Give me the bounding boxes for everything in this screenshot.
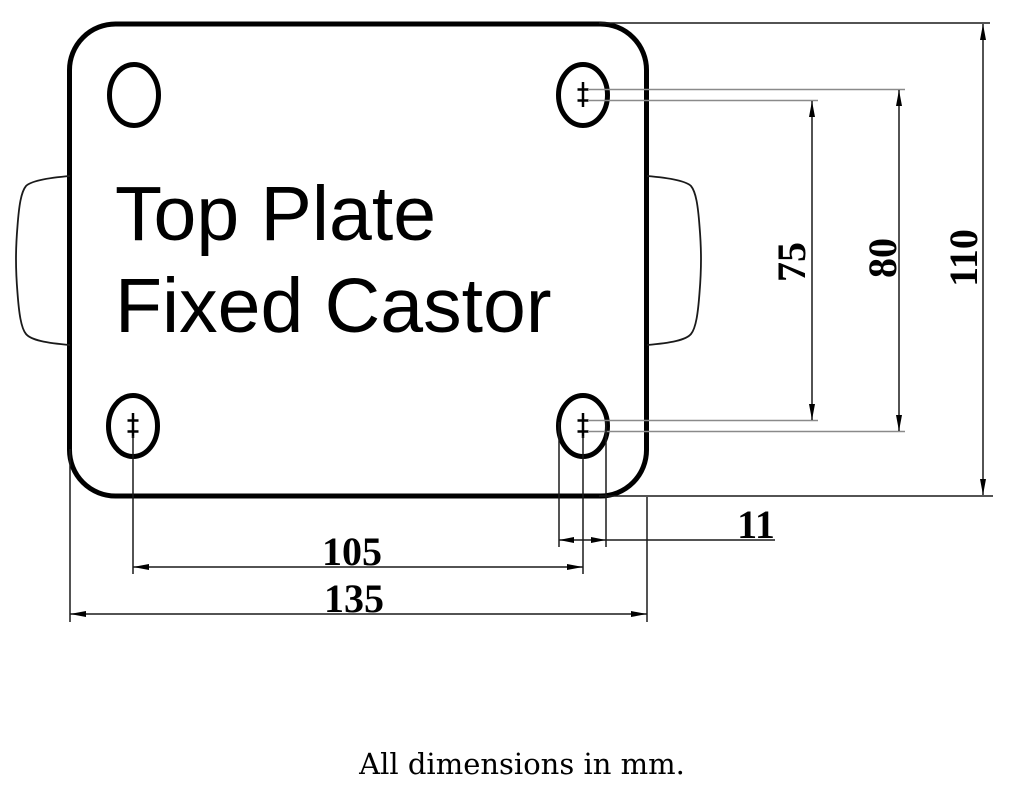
- plate-outline: [67, 21, 649, 499]
- arrow-105-left: [133, 564, 149, 570]
- arrow-135-left: [70, 611, 86, 617]
- center-mark-bottom-right: [577, 413, 589, 438]
- extension-lines: [69, 22, 993, 622]
- arrow-11-right: [591, 537, 606, 543]
- dimension-label-135: 135: [324, 576, 384, 621]
- dimension-label-80: 80: [860, 238, 905, 278]
- mounting-hole-top-left: [107, 62, 161, 128]
- arrow-75-bottom: [809, 404, 815, 420]
- tick-extension-lines: [588, 88, 905, 433]
- mounting-hole-top-right: [556, 62, 610, 128]
- dimension-label-110: 110: [941, 229, 986, 287]
- arrow-11-left: [559, 537, 574, 543]
- plate-title: Top Plate Fixed Castor: [115, 168, 551, 352]
- left-tab-profile: [15, 175, 71, 346]
- arrow-105-right: [567, 564, 583, 570]
- plate-title-line2: Fixed Castor: [115, 263, 552, 349]
- center-mark-top-right: [577, 82, 589, 107]
- arrow-110-bottom: [980, 479, 986, 495]
- dimension-lines: [70, 24, 984, 615]
- arrow-80-top: [896, 90, 902, 106]
- arrow-135-right: [631, 611, 647, 617]
- dimension-label-11: 11: [737, 502, 775, 547]
- arrow-75-top: [809, 101, 815, 117]
- plate-title-line1: Top Plate: [115, 171, 437, 257]
- dimension-label-75: 75: [769, 242, 814, 282]
- dimension-arrows: [70, 24, 986, 617]
- dimension-label-105: 105: [322, 529, 382, 574]
- units-note: All dimensions in mm.: [359, 747, 685, 781]
- arrow-80-bottom: [896, 415, 902, 431]
- right-tab-profile: [646, 175, 702, 346]
- arrow-110-top: [980, 24, 986, 40]
- center-mark-bottom-left: [127, 413, 139, 438]
